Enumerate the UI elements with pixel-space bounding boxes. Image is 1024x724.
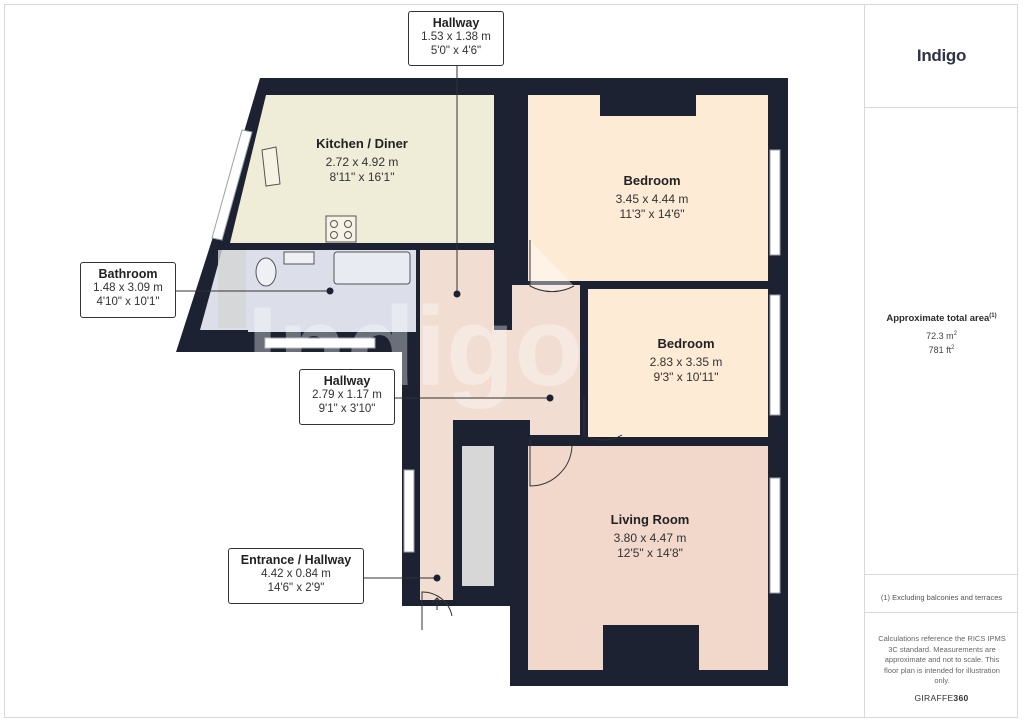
sheet-border (4, 4, 1018, 718)
bathtub-icon (333, 251, 411, 285)
area-title-text: Approximate total area (886, 313, 990, 325)
room-label-bedroom1: Bedroom 3.45 x 4.44 m 11'3" x 14'6" (616, 173, 689, 221)
callout-imperial: 5'0" x 4'6" (430, 45, 482, 57)
living-notch (603, 625, 699, 675)
sidebar-divider (865, 574, 1018, 575)
room-label-living: Living Room 3.80 x 4.47 m 12'5" x 14'8" (611, 512, 690, 560)
bedroom1-window (769, 149, 781, 256)
svg-text:12'5" x 14'8": 12'5" x 14'8" (617, 546, 683, 560)
door-bedroom1 (529, 240, 575, 293)
svg-text:3.45 x 4.44 m: 3.45 x 4.44 m (616, 192, 689, 206)
svg-text:9'3" x 10'11": 9'3" x 10'11" (654, 370, 719, 384)
doors (421, 240, 623, 630)
bedroom2-window (769, 294, 781, 416)
callout-metric: 1.53 x 1.38 m (421, 31, 491, 43)
toilet-icon (255, 257, 277, 287)
leader-dots (326, 287, 554, 582)
bathroom-window (264, 337, 376, 349)
area-imperial: 781 ft2 (865, 345, 1018, 355)
callout-title: Entrance / Hallway (240, 553, 352, 567)
svg-text:2.83 x 3.35 m: 2.83 x 3.35 m (650, 355, 723, 369)
callout-entrance: Entrance / Hallway 4.42 x 0.84 m 14'6" x… (228, 548, 364, 604)
sidebar-divider (865, 107, 1018, 108)
bath-corner-unit (218, 250, 246, 328)
room-label-kitchen: Kitchen / Diner 2.72 x 4.92 m 8'11" x 16… (316, 136, 408, 184)
svg-text:8'11" x 16'1": 8'11" x 16'1" (330, 170, 395, 184)
area-title: Approximate total area(1) (865, 313, 1018, 324)
windows (211, 129, 781, 594)
callout-metric: 4.42 x 0.84 m (261, 568, 331, 580)
footnote: (1) Excluding balconies and terraces (880, 593, 1003, 602)
credit-logo: GIRAFFE360 (865, 693, 1018, 703)
info-sidebar: Indigo Approximate total area(1) 72.3 m2… (864, 4, 1018, 718)
callout-metric: 2.79 x 1.17 m (312, 389, 382, 401)
callout-imperial: 4'10" x 10'1" (96, 296, 160, 308)
svg-text:2.72 x 4.92 m: 2.72 x 4.92 m (326, 155, 399, 169)
credit-prefix: GIRAFFE (914, 693, 954, 703)
floor-plan: Indigo Kitchen / Diner 2.72 x 4.92 m 8'1… (175, 66, 788, 686)
bedroom2-floor (588, 289, 768, 437)
callout-title: Hallway (323, 374, 371, 388)
calculation-note: Calculations reference the RICS IPMS 3C … (878, 634, 1006, 685)
living-window (769, 477, 781, 594)
bedroom1-floor (528, 95, 768, 281)
door-living (529, 440, 573, 487)
hob-icon (325, 215, 357, 243)
callout-title: Hallway (432, 16, 480, 30)
area-imperial-value: 781 ft (928, 345, 952, 355)
area-title-marker: (1) (989, 313, 997, 319)
watermark-text: Indigo (247, 284, 583, 409)
sidebar-divider (865, 612, 1018, 613)
svg-text:3.80 x 4.47 m: 3.80 x 4.47 m (614, 531, 687, 545)
callout-hallway-mid: Hallway 2.79 x 1.17 m 9'1" x 3'10" (299, 369, 395, 425)
door-entrance (421, 591, 453, 630)
callout-title: Bathroom (98, 267, 158, 281)
callout-imperial: 14'6" x 2'9" (267, 582, 325, 594)
sink-icon (261, 146, 281, 187)
kitchen-window (211, 129, 253, 241)
kitchen-floor (230, 95, 494, 243)
brand-logo: Indigo (916, 46, 967, 65)
area-metric-value: 72.3 m (926, 331, 954, 341)
credit-suffix: 360 (953, 693, 969, 703)
entry-arrow-icon (431, 597, 443, 610)
callout-imperial: 9'1" x 3'10" (318, 403, 376, 415)
leader-lines (175, 66, 550, 579)
bedroom1-notch (600, 88, 696, 116)
door-bedroom2 (583, 395, 623, 441)
svg-text:11'3" x 14'6": 11'3" x 14'6" (620, 207, 685, 221)
svg-text:Bedroom: Bedroom (623, 173, 680, 188)
area-metric-unit: 2 (953, 331, 957, 337)
area-metric: 72.3 m2 (865, 331, 1018, 341)
callout-metric: 1.48 x 3.09 m (93, 282, 163, 294)
callout-bathroom: Bathroom 1.48 x 3.09 m 4'10" x 10'1" (80, 262, 176, 318)
callout-hallway-top: Hallway 1.53 x 1.38 m 5'0" x 4'6" (408, 11, 504, 66)
hallway-lower (420, 330, 580, 420)
hall-window (403, 469, 415, 553)
storage-cupboard (462, 446, 494, 586)
svg-text:Bedroom: Bedroom (657, 336, 714, 351)
room-label-bedroom2: Bedroom 2.83 x 3.35 m 9'3" x 10'11" (650, 336, 723, 384)
basin-icon (283, 251, 315, 265)
svg-text:Living Room: Living Room (611, 512, 690, 527)
svg-text:Kitchen / Diner: Kitchen / Diner (316, 136, 408, 151)
fixtures (255, 146, 411, 287)
area-imperial-unit: 2 (951, 345, 955, 351)
